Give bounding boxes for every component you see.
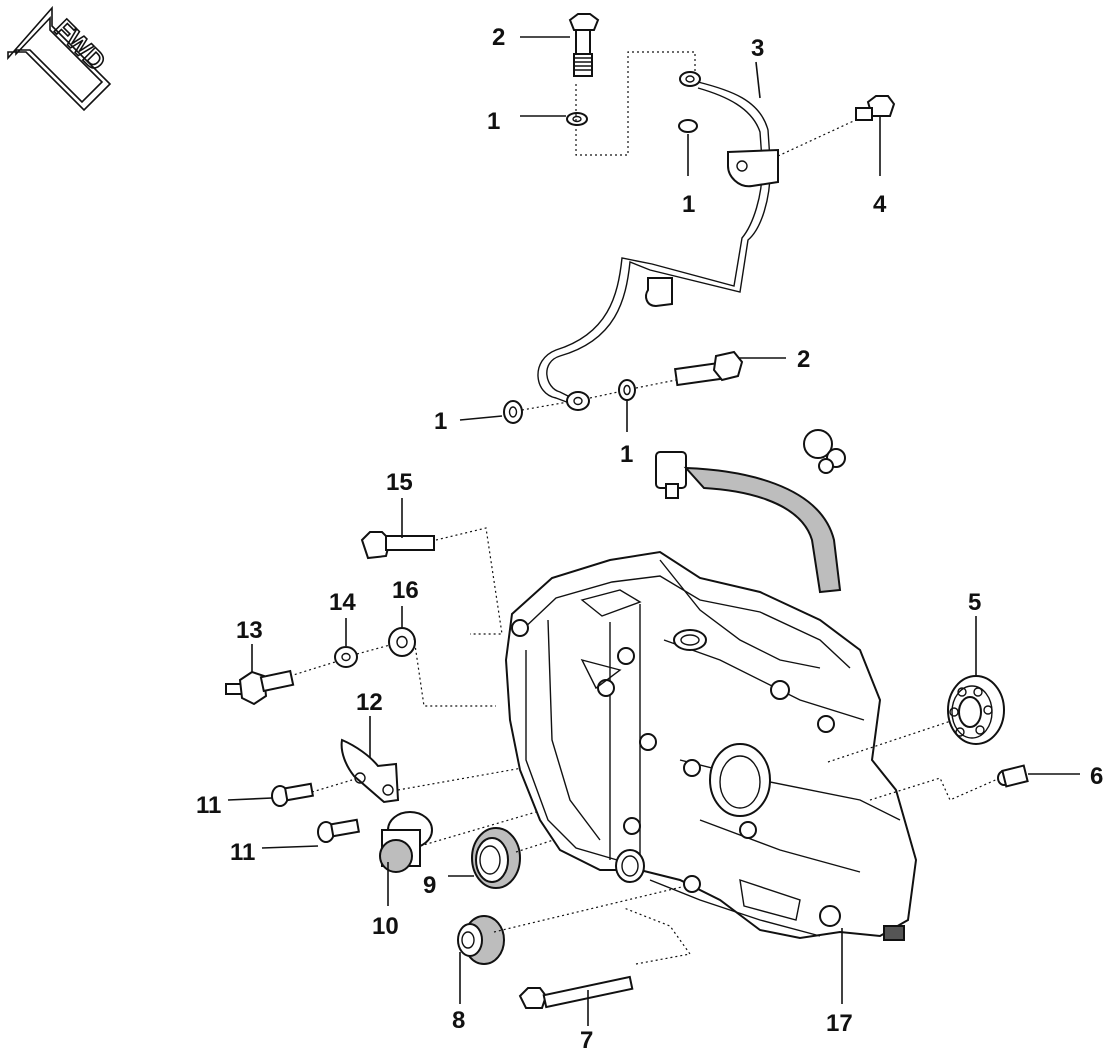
callout-11-lower: 11 (230, 839, 255, 866)
callout-11-upper: 11 (196, 792, 221, 819)
callout-3: 3 (751, 35, 764, 62)
banjo-bolt-top (568, 13, 600, 77)
callout-13: 13 (236, 617, 263, 644)
bracket-12 (340, 738, 400, 804)
callout-1-lower-right: 1 (620, 441, 633, 468)
screw-11-lower (317, 818, 361, 843)
callout-10: 10 (372, 913, 399, 940)
bolt-4 (855, 95, 896, 121)
callout-2-top: 2 (492, 24, 505, 51)
fwd-arrow-icon: FWD (7, 5, 113, 112)
callout-4: 4 (873, 191, 887, 218)
callout-9: 9 (423, 872, 436, 899)
callout-16: 16 (392, 577, 419, 604)
washer-16 (388, 627, 416, 657)
washer-top-left (566, 112, 588, 126)
washer-lower-right (618, 379, 636, 401)
washer-14 (334, 646, 358, 668)
oil-seal-8 (457, 915, 505, 965)
leader-lines (227, 36, 1080, 1026)
callout-7: 7 (580, 1027, 593, 1051)
oil-pipe (537, 71, 779, 411)
banjo-bolt-lower (673, 350, 744, 387)
callout-8: 8 (452, 1007, 465, 1034)
callout-1-upper-right: 1 (682, 191, 695, 218)
bolt-15 (360, 531, 435, 560)
callout-17: 17 (826, 1010, 853, 1037)
callout-1-upper-left: 1 (487, 108, 500, 135)
needle-bearing-10 (379, 811, 433, 873)
callout-15: 15 (386, 469, 413, 496)
callout-labels: 2 3 1 1 4 2 1 1 15 14 16 13 12 5 6 11 11… (196, 24, 1103, 1051)
callout-2-lower: 2 (797, 346, 810, 373)
callout-5: 5 (968, 589, 981, 616)
washer-lower-left (503, 400, 523, 424)
callout-14: 14 (329, 589, 356, 616)
crankcase-housing (504, 550, 918, 941)
oil-seal-9 (471, 827, 521, 889)
callout-1-lower-left: 1 (434, 408, 447, 435)
fwd-label: FWD (49, 13, 112, 76)
dowel-pin-6 (997, 764, 1029, 788)
ball-bearing-5 (947, 675, 1005, 745)
bolt-7 (518, 975, 634, 1009)
breather-hose (655, 429, 846, 594)
screw-11-upper (271, 782, 315, 807)
stud-13 (225, 669, 295, 706)
callout-6: 6 (1090, 763, 1103, 790)
callout-12: 12 (356, 689, 383, 716)
